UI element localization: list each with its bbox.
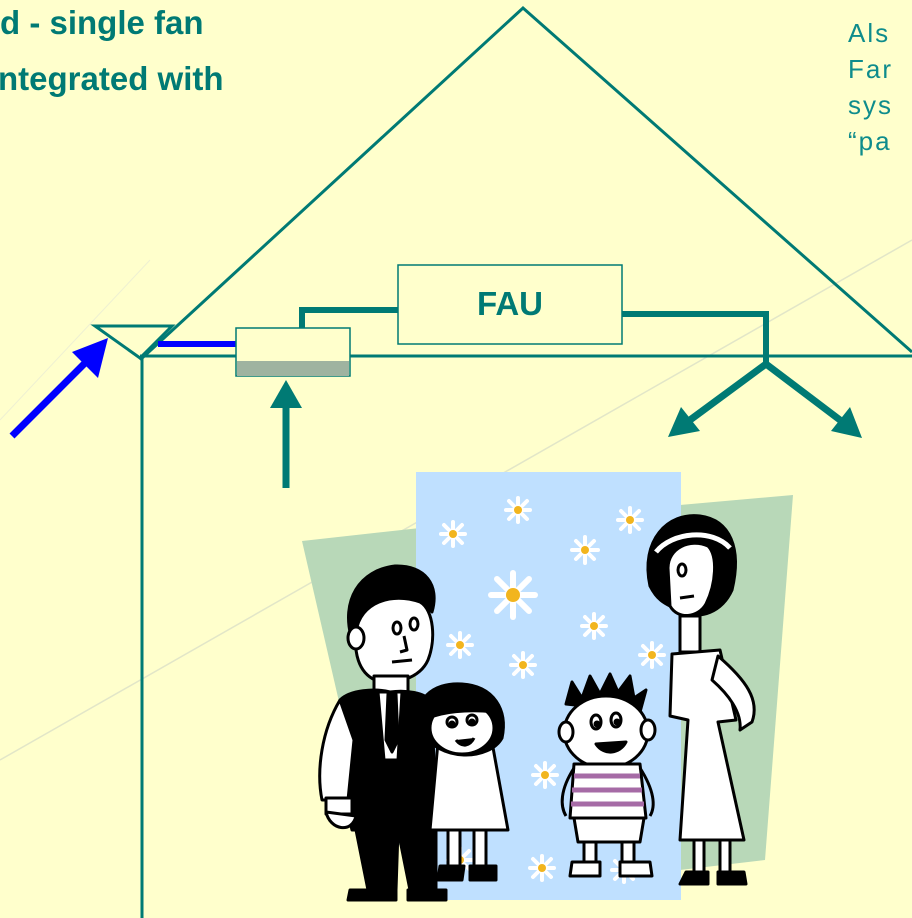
supply-arrow-left [668,361,769,437]
boy-figure [557,672,657,878]
house-roof [138,5,912,362]
eave-vent [90,324,176,360]
daisy-flowers [439,496,666,884]
outdoor-air-arrow [9,338,108,439]
supply-arrow-right [763,361,862,438]
side-note-line-3: sys [848,90,893,120]
fau-label: FAU [477,285,543,322]
supply-duct [622,311,769,366]
side-note-line-4: “pa [848,126,892,156]
slide-title-line-2: ntegrated with [0,60,224,97]
return-air-arrow [270,380,302,488]
side-note-line-2: Far [848,54,893,84]
filter-media [237,361,349,376]
background-sheen-line-2 [0,259,151,421]
return-duct [299,307,400,328]
side-note-line-1: Als [848,18,891,48]
girl-figure [416,682,510,882]
slide-title-line-1: d - single fan [0,4,204,41]
father-figure [318,564,448,902]
fau-unit [397,264,623,345]
side-note: Als Far sys “pa [848,18,912,218]
family-clipart [302,472,793,902]
mother-figure [646,514,756,886]
